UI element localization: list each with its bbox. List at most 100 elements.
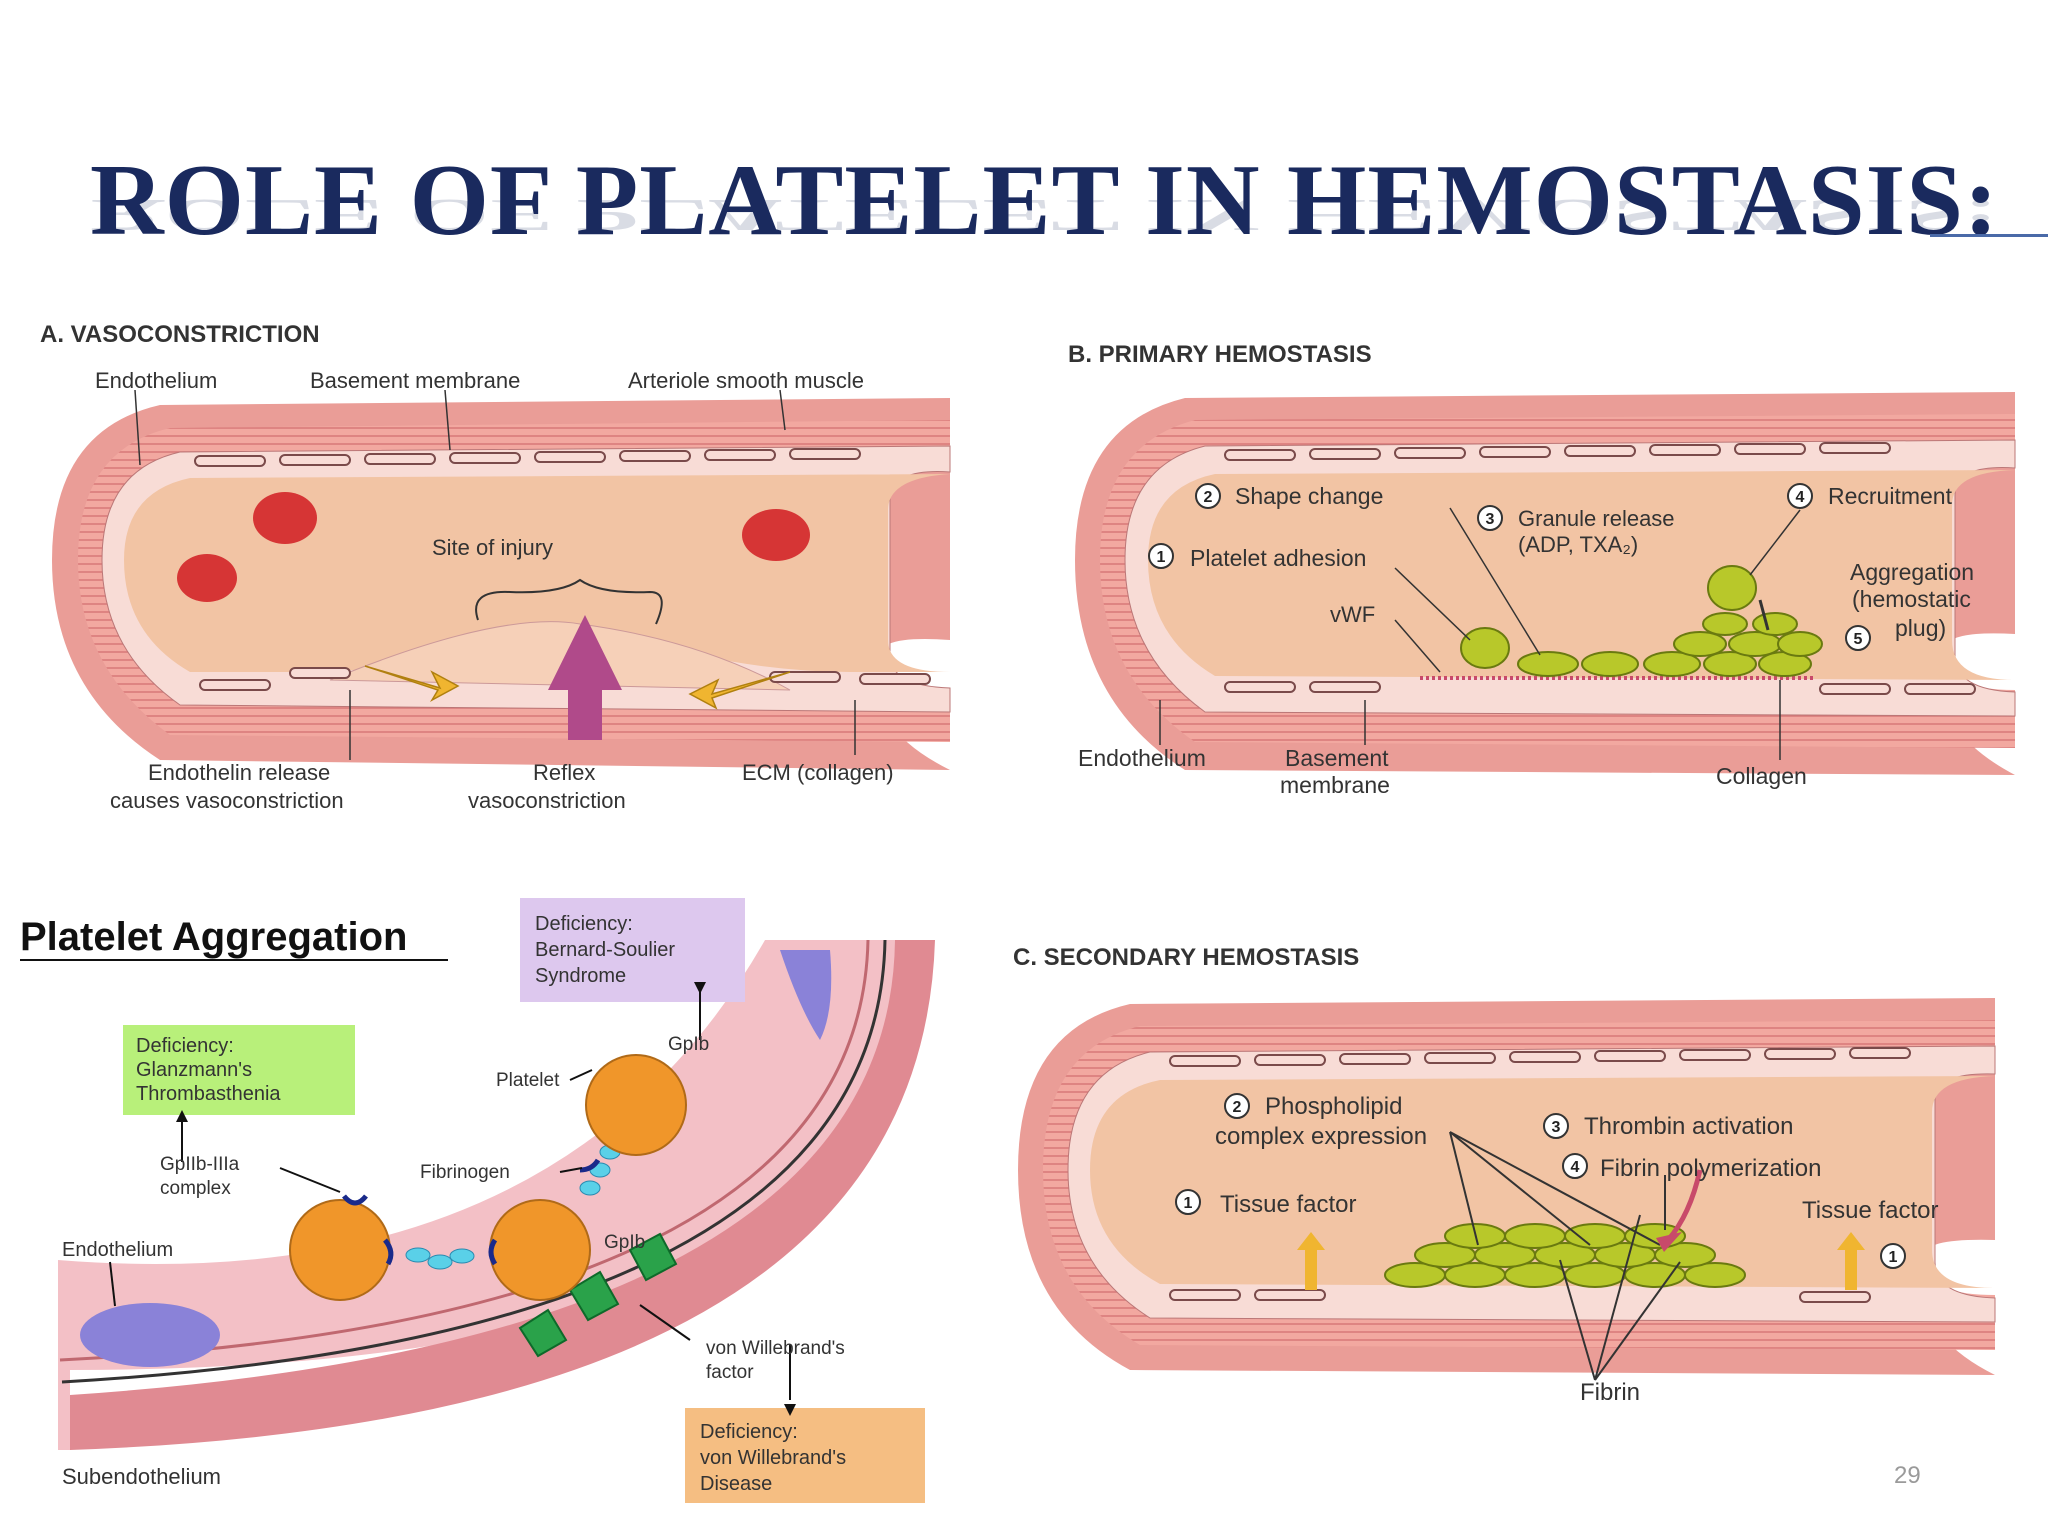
curved-vessel-wall bbox=[58, 940, 930, 1450]
red-blood-cell bbox=[253, 492, 317, 544]
injury-site-tissue bbox=[329, 621, 791, 691]
label-reflex: vasoconstriction bbox=[468, 788, 626, 813]
platelet-plug bbox=[1460, 565, 1823, 677]
label-smooth-muscle: Arteriole smooth muscle bbox=[628, 368, 864, 393]
label-endothelium: Endothelium bbox=[95, 368, 217, 393]
leader-lines bbox=[109, 985, 791, 1400]
label-platelet: Platelet bbox=[496, 1070, 560, 1091]
slide-title: ROLE OF PLATELET IN HEMOSTASIS: bbox=[90, 144, 1999, 257]
step-fibrin-polymerization: Fibrin polymerization bbox=[1600, 1155, 1821, 1182]
label-vwf: factor bbox=[706, 1362, 754, 1383]
glanzmann-box bbox=[123, 1025, 355, 1115]
fibrin-strands bbox=[1449, 1131, 1681, 1381]
step-recruitment: Recruitment bbox=[1828, 483, 1953, 509]
label-fibrin: Fibrin bbox=[1580, 1379, 1640, 1406]
vwd-text: Deficiency: bbox=[700, 1421, 798, 1443]
svg-text:1: 1 bbox=[1889, 1249, 1898, 1266]
vessel-lumen bbox=[1148, 470, 2015, 680]
step-thrombin-activation: Thrombin activation bbox=[1584, 1113, 1793, 1140]
page-number: 29 bbox=[1894, 1462, 1921, 1489]
red-blood-cell bbox=[177, 554, 237, 602]
label-fibrinogen: Fibrinogen bbox=[420, 1162, 510, 1183]
endothelial-nucleus bbox=[80, 1303, 220, 1367]
panel-b-heading: B. PRIMARY HEMOSTASIS bbox=[1068, 341, 1372, 368]
panel-primary-hemostasis: B. PRIMARY HEMOSTASIS bbox=[1068, 341, 2016, 798]
endothelin-arrow-icon bbox=[688, 671, 791, 710]
label-endothelium: Endothelium bbox=[62, 1239, 173, 1261]
panel-vasoconstriction: A. VASOCONSTRICTION bbox=[40, 321, 951, 813]
label-gpiib-iiia: complex bbox=[160, 1178, 231, 1199]
step-aggregation: plug) bbox=[1895, 615, 1946, 641]
label-vwf: von Willebrand's bbox=[706, 1338, 845, 1359]
endothelin-arrow-icon bbox=[364, 665, 460, 702]
label-gpiib-iiia: GpIIb-IIIa bbox=[160, 1154, 240, 1175]
label-collagen: Collagen bbox=[1716, 763, 1807, 789]
platelet bbox=[489, 1199, 591, 1301]
step-shape-change: Shape change bbox=[1235, 483, 1383, 509]
svg-text:5: 5 bbox=[1854, 631, 1863, 648]
label-site-of-injury: Site of injury bbox=[432, 535, 553, 560]
step-platelet-adhesion: Platelet adhesion bbox=[1190, 545, 1366, 571]
label-gpib-mid: GpIb bbox=[604, 1232, 645, 1253]
red-blood-cell bbox=[742, 509, 810, 561]
svg-text:2: 2 bbox=[1204, 489, 1213, 506]
endothelial-nucleus bbox=[780, 950, 832, 1040]
step-number-icons bbox=[1175, 1093, 1906, 1269]
vwd-box bbox=[685, 1408, 925, 1503]
svg-text:1: 1 bbox=[1184, 1195, 1193, 1212]
bernard-soulier-text: Syndrome bbox=[535, 965, 626, 987]
tissue-factor-arrow-icon bbox=[1297, 1232, 1325, 1290]
panel-platelet-aggregation: Platelet Aggregation bbox=[20, 898, 935, 1503]
step-phospholipid: complex expression bbox=[1215, 1123, 1427, 1150]
bernard-soulier-text: Deficiency: bbox=[535, 913, 633, 935]
label-gpib-top: GpIb bbox=[668, 1034, 709, 1055]
step-phospholipid: Phospholipid bbox=[1265, 1093, 1402, 1120]
label-basement: Basement bbox=[1285, 745, 1389, 771]
svg-text:3: 3 bbox=[1486, 511, 1495, 528]
glanzmann-text: Thrombasthenia bbox=[136, 1083, 281, 1105]
fibrinogen-icons bbox=[405, 1144, 621, 1270]
panel-secondary-hemostasis: C. SECONDARY HEMOSTASIS bbox=[1013, 944, 1996, 1406]
label-basement: membrane bbox=[1280, 772, 1390, 798]
panel-a-heading: A. VASOCONSTRICTION bbox=[40, 321, 320, 348]
label-endothelin: Endothelin release bbox=[148, 760, 330, 785]
panel-d-heading: Platelet Aggregation bbox=[20, 915, 407, 959]
panel-c-heading: C. SECONDARY HEMOSTASIS bbox=[1013, 944, 1359, 971]
curved-vessel-outer bbox=[70, 940, 935, 1450]
leader-lines bbox=[134, 389, 856, 760]
step-tissue-factor-right: Tissue factor bbox=[1802, 1197, 1939, 1224]
vwd-text: von Willebrand's bbox=[700, 1447, 846, 1469]
svg-text:4: 4 bbox=[1796, 489, 1805, 506]
step-number-icons bbox=[1148, 483, 1871, 651]
label-endothelin: causes vasoconstriction bbox=[110, 788, 344, 813]
step-aggregation: Aggregation bbox=[1850, 559, 1974, 585]
vwd-text: Disease bbox=[700, 1473, 772, 1495]
tissue-factor-arrow-icon bbox=[1837, 1232, 1865, 1290]
reflex-arrow-icon bbox=[548, 615, 622, 740]
vessel-boundary bbox=[61, 939, 887, 1384]
step-tissue-factor: Tissue factor bbox=[1220, 1191, 1357, 1218]
step-aggregation: (hemostatic bbox=[1852, 586, 1971, 612]
svg-text:4: 4 bbox=[1571, 1159, 1580, 1176]
bernard-soulier-box bbox=[520, 898, 745, 1002]
leader-lines bbox=[1159, 507, 1801, 760]
label-basement-membrane: Basement membrane bbox=[310, 368, 520, 393]
thrombin-arrowhead-icon bbox=[1656, 1232, 1682, 1252]
vwf-icons bbox=[518, 1232, 678, 1358]
platelet bbox=[289, 1199, 391, 1301]
injury-brace bbox=[475, 578, 663, 625]
step-granule-release: Granule release bbox=[1518, 506, 1675, 531]
label-vwf: vWF bbox=[1330, 602, 1375, 627]
bernard-soulier-text: Bernard-Soulier bbox=[535, 939, 675, 961]
label-subendothelium: Subendothelium bbox=[62, 1464, 221, 1489]
glanzmann-text: Deficiency: bbox=[136, 1035, 234, 1057]
glanzmann-text: Glanzmann's bbox=[136, 1059, 252, 1081]
svg-text:3: 3 bbox=[1552, 1119, 1561, 1136]
gpiib-iiia-icons bbox=[342, 1158, 601, 1266]
label-endothelium: Endothelium bbox=[1078, 745, 1206, 771]
label-reflex: Reflex bbox=[533, 760, 595, 785]
label-ecm: ECM (collagen) bbox=[742, 760, 894, 785]
